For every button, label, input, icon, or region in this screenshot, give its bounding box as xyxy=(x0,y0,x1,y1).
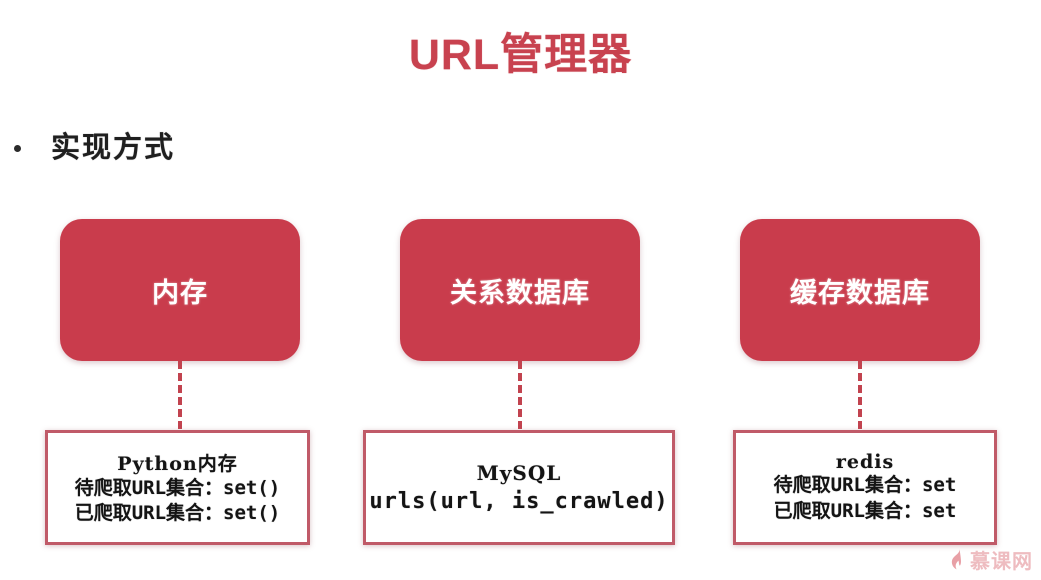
detail-line-cache-db-crawled: 已爬取URL集合：set xyxy=(773,499,957,522)
card-label-memory: 内存 xyxy=(152,277,208,308)
detail-line-cache-db-pending: 待爬取URL集合：set xyxy=(773,474,957,497)
detail-box-memory: Python内存 待爬取URL集合：set() 已爬取URL集合：set() xyxy=(45,430,310,545)
detail-line-memory-pending: 待爬取URL集合：set() xyxy=(74,476,281,499)
watermark: 慕课网 xyxy=(949,545,1033,574)
diagram-column-memory: 内存 xyxy=(60,219,300,429)
card-label-cache-db: 缓存数据库 xyxy=(790,277,930,308)
connector-relational-db xyxy=(518,361,522,429)
bullet-label: 实现方式 xyxy=(51,132,176,164)
detail-header-cache-db: redis xyxy=(835,451,895,474)
connector-cache-db xyxy=(858,361,862,429)
diagram-column-relational-db: 关系数据库 xyxy=(400,219,640,429)
detail-line-memory-crawled: 已爬取URL集合：set() xyxy=(74,502,281,524)
page-title: URL管理器 xyxy=(408,31,633,79)
watermark-label: 慕课网 xyxy=(970,551,1033,573)
bullet-dot-icon xyxy=(14,144,21,152)
card-label-relational-db: 关系数据库 xyxy=(450,277,590,308)
card-cache-db[interactable]: 缓存数据库 xyxy=(740,219,980,361)
detail-box-relational-db: MySQL urls(url, is_crawled) xyxy=(363,430,675,545)
flame-icon xyxy=(951,549,961,570)
detail-box-cache-db: redis 待爬取URL集合：set 已爬取URL集合：set xyxy=(733,430,997,545)
bullet-row: 实现方式 xyxy=(14,124,175,166)
detail-header-memory: Python内存 xyxy=(117,452,238,475)
connector-memory xyxy=(178,361,182,429)
detail-line-relational-db-table: urls(url, is_crawled) xyxy=(369,489,669,514)
card-memory[interactable]: 内存 xyxy=(60,219,300,361)
card-relational-db[interactable]: 关系数据库 xyxy=(400,219,640,361)
diagram-column-cache-db: 缓存数据库 xyxy=(740,219,980,429)
detail-header-relational-db: MySQL xyxy=(476,461,562,485)
